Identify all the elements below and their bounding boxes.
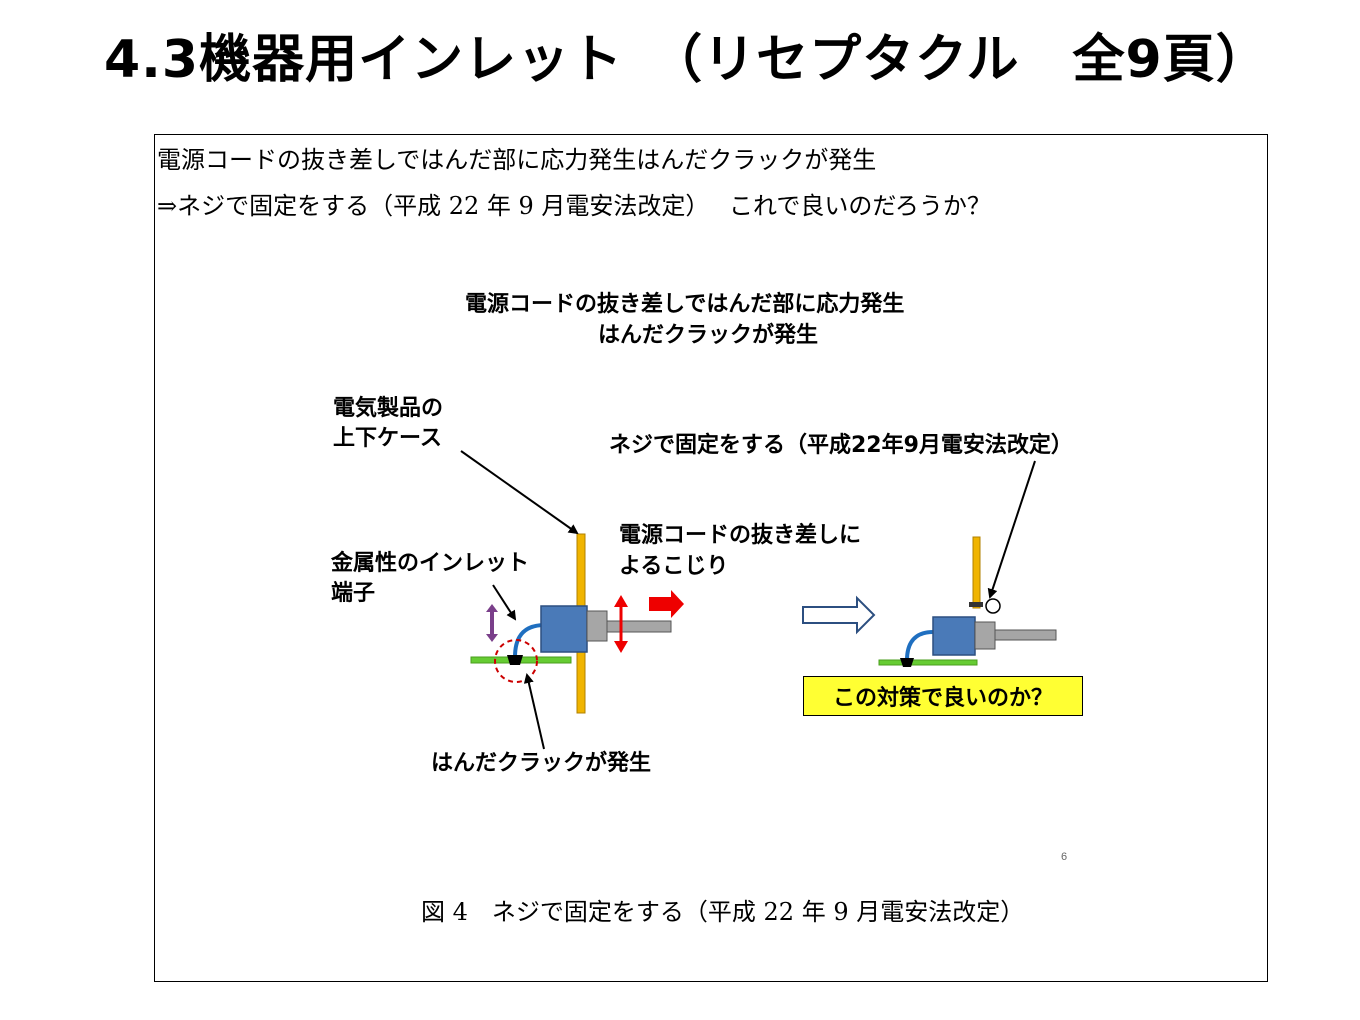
inlet-body-right — [932, 616, 976, 656]
inlet-body-left — [540, 605, 588, 653]
inlet-neck-left — [586, 610, 608, 642]
crack-pointer-line — [523, 673, 545, 750]
terminal-label-line-1: 金属性のインレット — [331, 551, 530, 576]
diagram-heading-line-2: はんだクラックが発生 — [598, 323, 819, 348]
question-callout-text: この対策で良いのか？ — [832, 686, 1053, 711]
case-pointer-line — [460, 450, 579, 535]
vertical-stress-arrow — [486, 604, 498, 642]
terminal-pointer-line — [492, 584, 517, 621]
twist-label-line-1: 電源コードの抜き差しに — [619, 523, 862, 548]
screw-icon — [985, 598, 1001, 614]
content-frame: 電源コードの抜き差しではんだ部に応力発生はんだクラックが発生 ⇒ネジで固定をする… — [154, 134, 1268, 982]
twist-label-line-2: よるこじり — [619, 554, 729, 579]
screw-bracket-right — [969, 602, 983, 607]
transition-arrow — [802, 595, 876, 635]
terminal-wire-right — [905, 630, 934, 661]
figure-caption: 図 4 ネジで固定をする（平成 22 年 9 月電安法改定） — [421, 898, 1025, 926]
case-label-line-2: 上下ケース — [333, 426, 442, 451]
intro-text-line-1: 電源コードの抜き差しではんだ部に応力発生はんだクラックが発生 — [157, 146, 877, 174]
screw-pointer-line — [987, 460, 1036, 599]
twist-double-arrow — [614, 595, 628, 653]
diagram-heading-line-1: 電源コードの抜き差しではんだ部に応力発生 — [465, 292, 905, 317]
inlet-diagram — [460, 450, 1057, 750]
case-panel-right — [972, 536, 981, 609]
power-cord-left — [606, 620, 672, 633]
pcb-board-right — [878, 659, 978, 666]
terminal-wire-left — [513, 623, 546, 658]
question-callout: この対策で良いのか？ — [803, 676, 1083, 716]
screw-fix-label: ネジで固定をする（平成22年9月電安法改定） — [609, 433, 1073, 458]
crack-label: はんだクラックが発生 — [431, 751, 652, 776]
terminal-label-line-2: 端子 — [331, 581, 376, 606]
crack-highlight-circle — [494, 639, 538, 683]
power-cord-right — [994, 629, 1057, 641]
solder-joint-left — [507, 655, 523, 665]
page-number: 6 — [1061, 851, 1068, 863]
solder-joint-right — [900, 658, 914, 667]
page-title: 4.3機器用インレット （リセプタクル 全9頁） — [104, 30, 1269, 90]
inlet-neck-right — [974, 621, 996, 650]
intro-text-line-2: ⇒ネジで固定をする（平成 22 年 9 月電安法改定） これで良いのだろうか？ — [157, 192, 991, 220]
case-label-line-1: 電気製品の — [333, 396, 444, 421]
pull-direction-arrow — [649, 590, 684, 618]
